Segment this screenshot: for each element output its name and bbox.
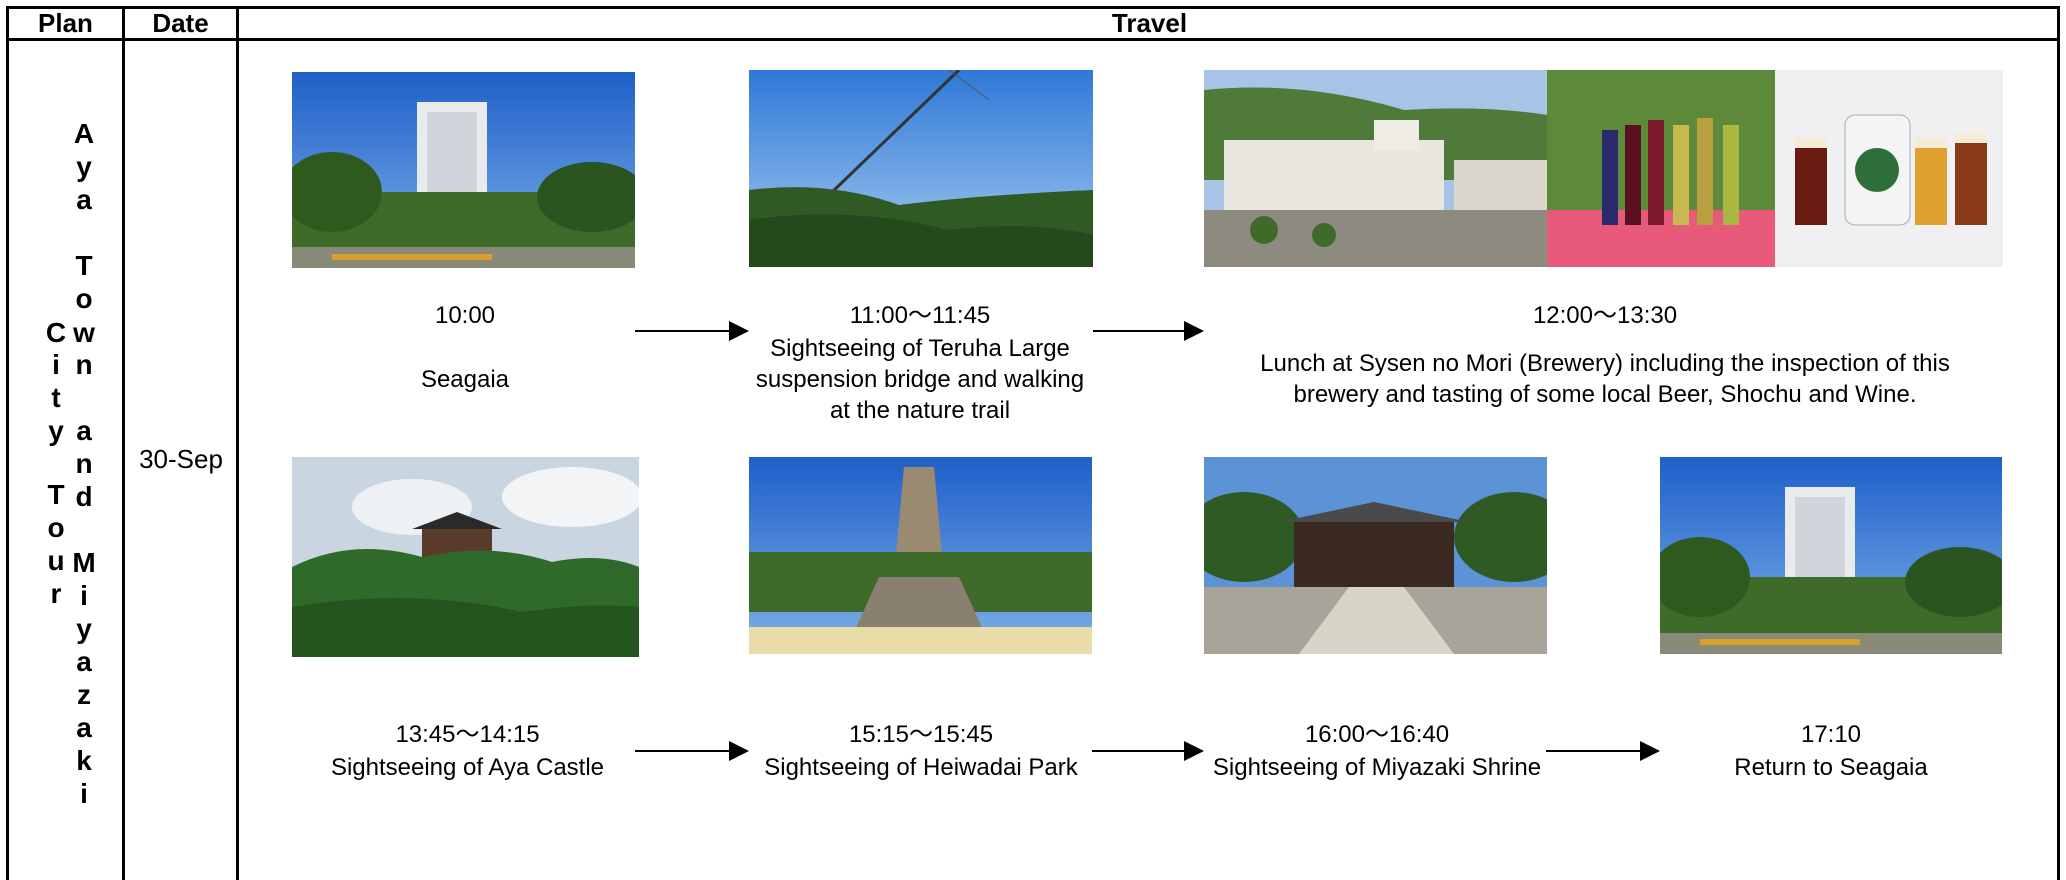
arrow-right-icon [635,321,749,341]
plan-name-letter: A [73,118,95,149]
plan-name-letter: i [52,349,60,380]
plan-name-letter: a [76,415,92,446]
plan-name-letter: y [76,151,92,182]
plan-name-letter: k [76,745,92,776]
stop1-time: 10:00 [434,302,496,329]
stop2-desc-line: suspension bridge and walking [755,366,1085,393]
stop4-desc: Sightseeing of Aya Castle [330,754,605,781]
arrow-right-icon [1092,741,1204,761]
miyazaki-shrine-photo [1204,457,1547,654]
stop7-time: 17:10 [1800,721,1862,748]
stop4-time: 13:45〜14:15 [395,721,540,748]
stop5-time: 15:15〜15:45 [848,721,994,748]
plan-name-letter: a [76,646,92,677]
seagaia-photo [292,72,635,268]
plan-name-letter: C [45,317,67,348]
header-travel: Travel [1111,8,1188,38]
header-plan: Plan [38,8,93,38]
stop3-desc-line: brewery and tasting of some local Beer, … [1293,381,1917,408]
stop2-desc-line: Sightseeing of Teruha Large [770,335,1070,362]
plan-name-letter: M [72,547,96,578]
arrow-right-icon [635,741,749,761]
stop5-desc: Sightseeing of Heiwadai Park [764,754,1078,781]
plan-name-letter: r [50,578,62,609]
stop3-desc: Lunch at Sysen no Mori (Brewery) includi… [1200,348,2010,410]
stop6-time: 16:00〜16:40 [1304,721,1450,748]
aya-castle-photo [292,457,639,657]
plan-name-letter: T [75,250,93,281]
seagaia-return-photo [1660,457,2002,654]
stop3-desc-line: Lunch at Sysen no Mori (Brewery) includi… [1260,350,1950,377]
plan-name-letter: y [76,613,92,644]
plan-name-letter: o [47,512,65,543]
stop2-desc-line: at the nature trail [829,397,1011,424]
brewery-photo [1204,70,1547,267]
plan-name-letter: u [47,545,65,576]
plan-name-letter: a [76,712,92,743]
plan-name-letter: o [75,283,93,314]
plan-name-letter: w [73,317,95,348]
stop7-desc: Return to Seagaia [1734,754,1928,781]
stop3-time: 12:00〜13:30 [1532,302,1678,329]
heiwadai-tower-photo [749,457,1092,654]
beer-glasses-photo [1775,70,2003,267]
itinerary-table [6,6,2060,880]
stop2-time: 11:00〜11:45 [849,302,991,329]
stop6-desc: Sightseeing of Miyazaki Shrine [1212,754,1542,781]
plan-name-letter: y [48,415,64,446]
plan-name-letter: t [51,382,61,413]
header-divider [6,38,2060,41]
plan-name-letter: d [75,481,93,512]
arrow-right-icon [1093,321,1204,341]
tour-date: 30-Sep [139,444,223,474]
plan-name-letter: i [80,580,88,611]
teruha-bridge-photo [749,70,1093,267]
column-divider [122,6,125,880]
header-date: Date [152,8,209,38]
plan-name-letter: T [47,479,65,510]
plan-name-letter: i [80,778,88,809]
arrow-right-icon [1546,741,1660,761]
plan-name-letter: a [76,184,92,215]
plan-name-letter: n [75,448,93,479]
plan-name-letter: n [75,349,93,380]
stop2-desc: Sightseeing of Teruha Large suspension b… [740,333,1100,426]
wine-bottles-photo [1547,70,1775,267]
plan-name-letter: z [77,679,91,710]
stop1-desc: Seagaia [420,366,510,393]
column-divider [236,6,239,880]
